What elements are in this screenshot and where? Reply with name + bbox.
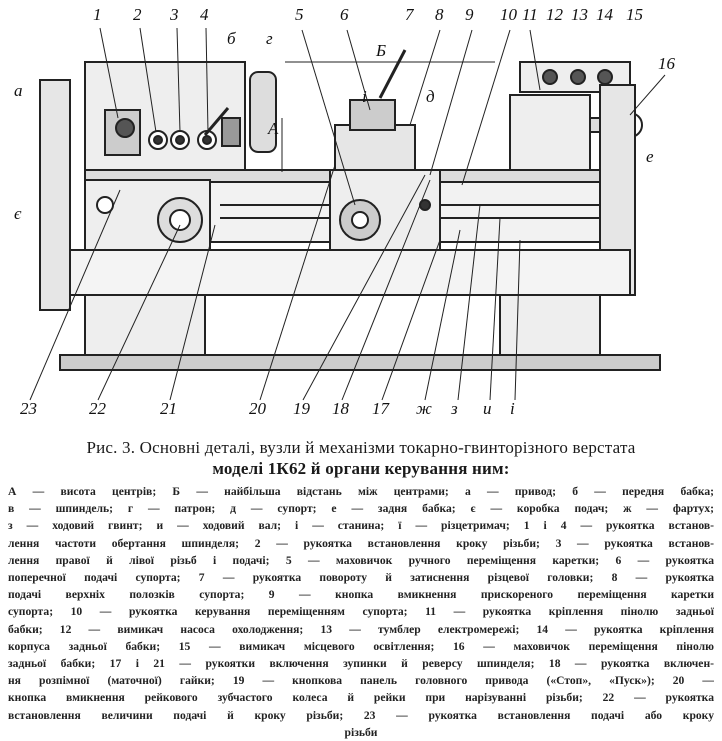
callout-2: 2 (133, 5, 142, 24)
legend-line: різьби (344, 725, 378, 739)
callout-15: 15 (626, 5, 643, 24)
callout-22: 22 (89, 399, 106, 418)
callout-5: 5 (295, 5, 304, 24)
label-i-bed: і (510, 399, 515, 418)
legend-line: з — ходовий гвинт; и — ходовий вал; і — … (8, 519, 714, 533)
legend-line: лення частоти обертання шпинделя; 2 — ру… (8, 536, 714, 550)
legend-line: подачі верхніх полозків супорта; 9 — кно… (8, 588, 714, 602)
label-b: б (227, 29, 236, 48)
callout-11: 11 (522, 5, 538, 24)
callout-13: 13 (571, 5, 588, 24)
caption-legend: А — висота центрів; Б — найбільша відста… (8, 483, 714, 741)
callout-17: 17 (372, 399, 389, 418)
chuck (249, 71, 277, 153)
callout-12: 12 (546, 5, 563, 24)
label-zh: ж (416, 399, 432, 418)
saddle (334, 124, 416, 171)
legend-line: бабки; 12 — вимикач насоса охолодження; … (8, 622, 714, 636)
callout-19: 19 (293, 399, 310, 418)
callout-16: 16 (658, 54, 675, 73)
legend-line: в — шпиндель; г — патрон; д — супорт; е … (8, 502, 714, 516)
callout-21: 21 (160, 399, 177, 418)
callout-20: 20 (249, 399, 266, 418)
legend-line: лення правої й лівої різьб і подачі; 5 —… (8, 553, 714, 567)
label-B-distance: Б (376, 41, 387, 60)
label-y: и (483, 399, 492, 418)
caption-title-line: моделі 1К62 й органи керування ним: (212, 459, 510, 478)
label-A-height: А (268, 119, 279, 138)
legend-line: корпуса задньої бабки; 15 — вимикач місц… (8, 639, 714, 653)
legend-line: поперечної подачі супорта; 7 — рукоятка … (8, 571, 714, 585)
legend-line: ня розпімної (маточної) гайки; 19 — кноп… (8, 674, 714, 688)
label-z: з (451, 399, 458, 418)
label-ye: є (14, 204, 22, 223)
callout-9: 9 (465, 5, 474, 24)
label-e: е (646, 147, 654, 166)
callout-14: 14 (596, 5, 613, 24)
legend-line: А — висота центрів; Б — найбільша відста… (8, 485, 714, 498)
label-a: а (14, 81, 23, 100)
caption-title-line: Рис. 3. Основні деталі, вузли й механізм… (86, 438, 636, 457)
label-i: і (362, 87, 367, 106)
base (69, 249, 631, 296)
callout-10: 10 (500, 5, 517, 24)
lathe-drawing (29, 27, 666, 401)
label-g: г (266, 29, 273, 48)
figure-caption: Рис. 3. Основні деталі, вузли й механізм… (8, 437, 714, 741)
callout-6: 6 (340, 5, 349, 24)
callout-1: 1 (93, 5, 102, 24)
callout-18: 18 (332, 399, 349, 418)
legend-line: супорта; 10 — рукоятка керування переміщ… (8, 605, 714, 619)
callout-3: 3 (170, 5, 179, 24)
label-d: д (426, 87, 435, 106)
callout-4: 4 (200, 5, 209, 24)
callout-23: 23 (20, 399, 37, 418)
callout-8: 8 (435, 5, 444, 24)
legend-line: задньої бабки; 17 і 21 — рукоятки включе… (8, 657, 714, 671)
motor-housing (39, 79, 71, 311)
tailstock (509, 94, 591, 171)
legend-line: встановлення величини подачі й кроку різ… (8, 708, 714, 722)
callout-7: 7 (405, 5, 414, 24)
legend-line: кнопка вмикнення рейкового зубчастого ко… (8, 691, 714, 705)
lathe-diagram: 1 2 3 4 5 6 7 8 9 10 11 12 13 14 15 16 а… (14, 5, 675, 418)
